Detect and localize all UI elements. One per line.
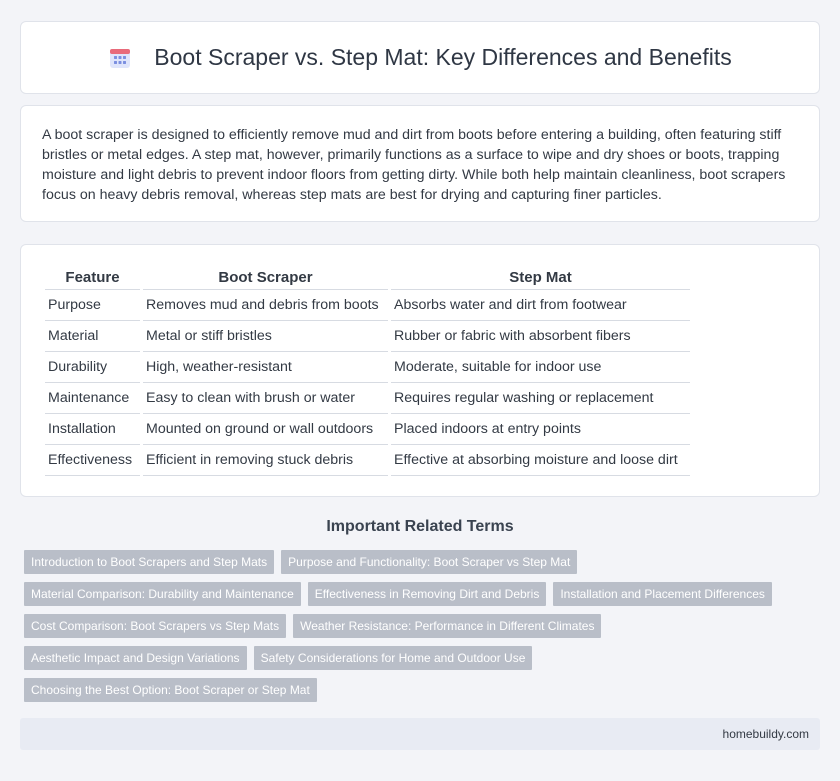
table-row: Purpose Removes mud and debris from boot…	[45, 290, 690, 321]
intro-paragraph: A boot scraper is designed to efficientl…	[42, 127, 786, 203]
related-term-tag[interactable]: Choosing the Best Option: Boot Scraper o…	[24, 678, 317, 702]
cell-step-mat: Requires regular washing or replacement	[391, 383, 690, 414]
cell-step-mat: Effective at absorbing moisture and loos…	[391, 445, 690, 476]
table-row: Maintenance Easy to clean with brush or …	[45, 383, 690, 414]
table-header-row: Feature Boot Scraper Step Mat	[45, 266, 690, 290]
related-term-tag[interactable]: Safety Considerations for Home and Outdo…	[253, 646, 533, 670]
cell-boot-scraper: Mounted on ground or wall outdoors	[143, 414, 388, 445]
comparison-card: Feature Boot Scraper Step Mat Purpose Re…	[20, 244, 820, 497]
table-row: Durability High, weather-resistant Moder…	[45, 352, 690, 383]
intro-card: A boot scraper is designed to efficientl…	[20, 105, 820, 222]
cell-step-mat: Placed indoors at entry points	[391, 414, 690, 445]
cell-feature: Durability	[45, 352, 140, 383]
cell-feature: Effectiveness	[45, 445, 140, 476]
cell-step-mat: Moderate, suitable for indoor use	[391, 352, 690, 383]
cell-feature: Material	[45, 321, 140, 352]
grid-calendar-icon	[108, 46, 132, 70]
header-boot-scraper: Boot Scraper	[143, 266, 388, 290]
footer: homebuildy.com	[20, 718, 820, 750]
footer-site-link[interactable]: homebuildy.com	[722, 727, 809, 741]
cell-boot-scraper: Easy to clean with brush or water	[143, 383, 388, 414]
cell-step-mat: Absorbs water and dirt from footwear	[391, 290, 690, 321]
related-term-tag[interactable]: Cost Comparison: Boot Scrapers vs Step M…	[24, 614, 287, 638]
cell-feature: Purpose	[45, 290, 140, 321]
cell-boot-scraper: Efficient in removing stuck debris	[143, 445, 388, 476]
table-row: Effectiveness Efficient in removing stuc…	[45, 445, 690, 476]
related-term-tag[interactable]: Installation and Placement Differences	[553, 582, 772, 606]
header-feature: Feature	[45, 266, 140, 290]
related-term-tag[interactable]: Aesthetic Impact and Design Variations	[24, 646, 247, 670]
comparison-table: Feature Boot Scraper Step Mat Purpose Re…	[42, 266, 693, 476]
related-term-tag[interactable]: Weather Resistance: Performance in Diffe…	[293, 614, 602, 638]
page-title: Boot Scraper vs. Step Mat: Key Differenc…	[154, 44, 732, 70]
cell-boot-scraper: Metal or stiff bristles	[143, 321, 388, 352]
related-term-tag[interactable]: Introduction to Boot Scrapers and Step M…	[24, 550, 275, 574]
cell-feature: Installation	[45, 414, 140, 445]
cell-feature: Maintenance	[45, 383, 140, 414]
table-row: Installation Mounted on ground or wall o…	[45, 414, 690, 445]
related-term-tag[interactable]: Purpose and Functionality: Boot Scraper …	[281, 550, 578, 574]
related-terms-list: Introduction to Boot Scrapers and Step M…	[24, 550, 816, 702]
related-terms-heading: Important Related Terms	[326, 518, 514, 535]
table-row: Material Metal or stiff bristles Rubber …	[45, 321, 690, 352]
related-term-tag[interactable]: Effectiveness in Removing Dirt and Debri…	[307, 582, 547, 606]
cell-boot-scraper: High, weather-resistant	[143, 352, 388, 383]
related-term-tag[interactable]: Material Comparison: Durability and Main…	[24, 582, 301, 606]
cell-boot-scraper: Removes mud and debris from boots	[143, 290, 388, 321]
title-card: Boot Scraper vs. Step Mat: Key Differenc…	[20, 21, 820, 94]
header-step-mat: Step Mat	[391, 266, 690, 290]
cell-step-mat: Rubber or fabric with absorbent fibers	[391, 321, 690, 352]
